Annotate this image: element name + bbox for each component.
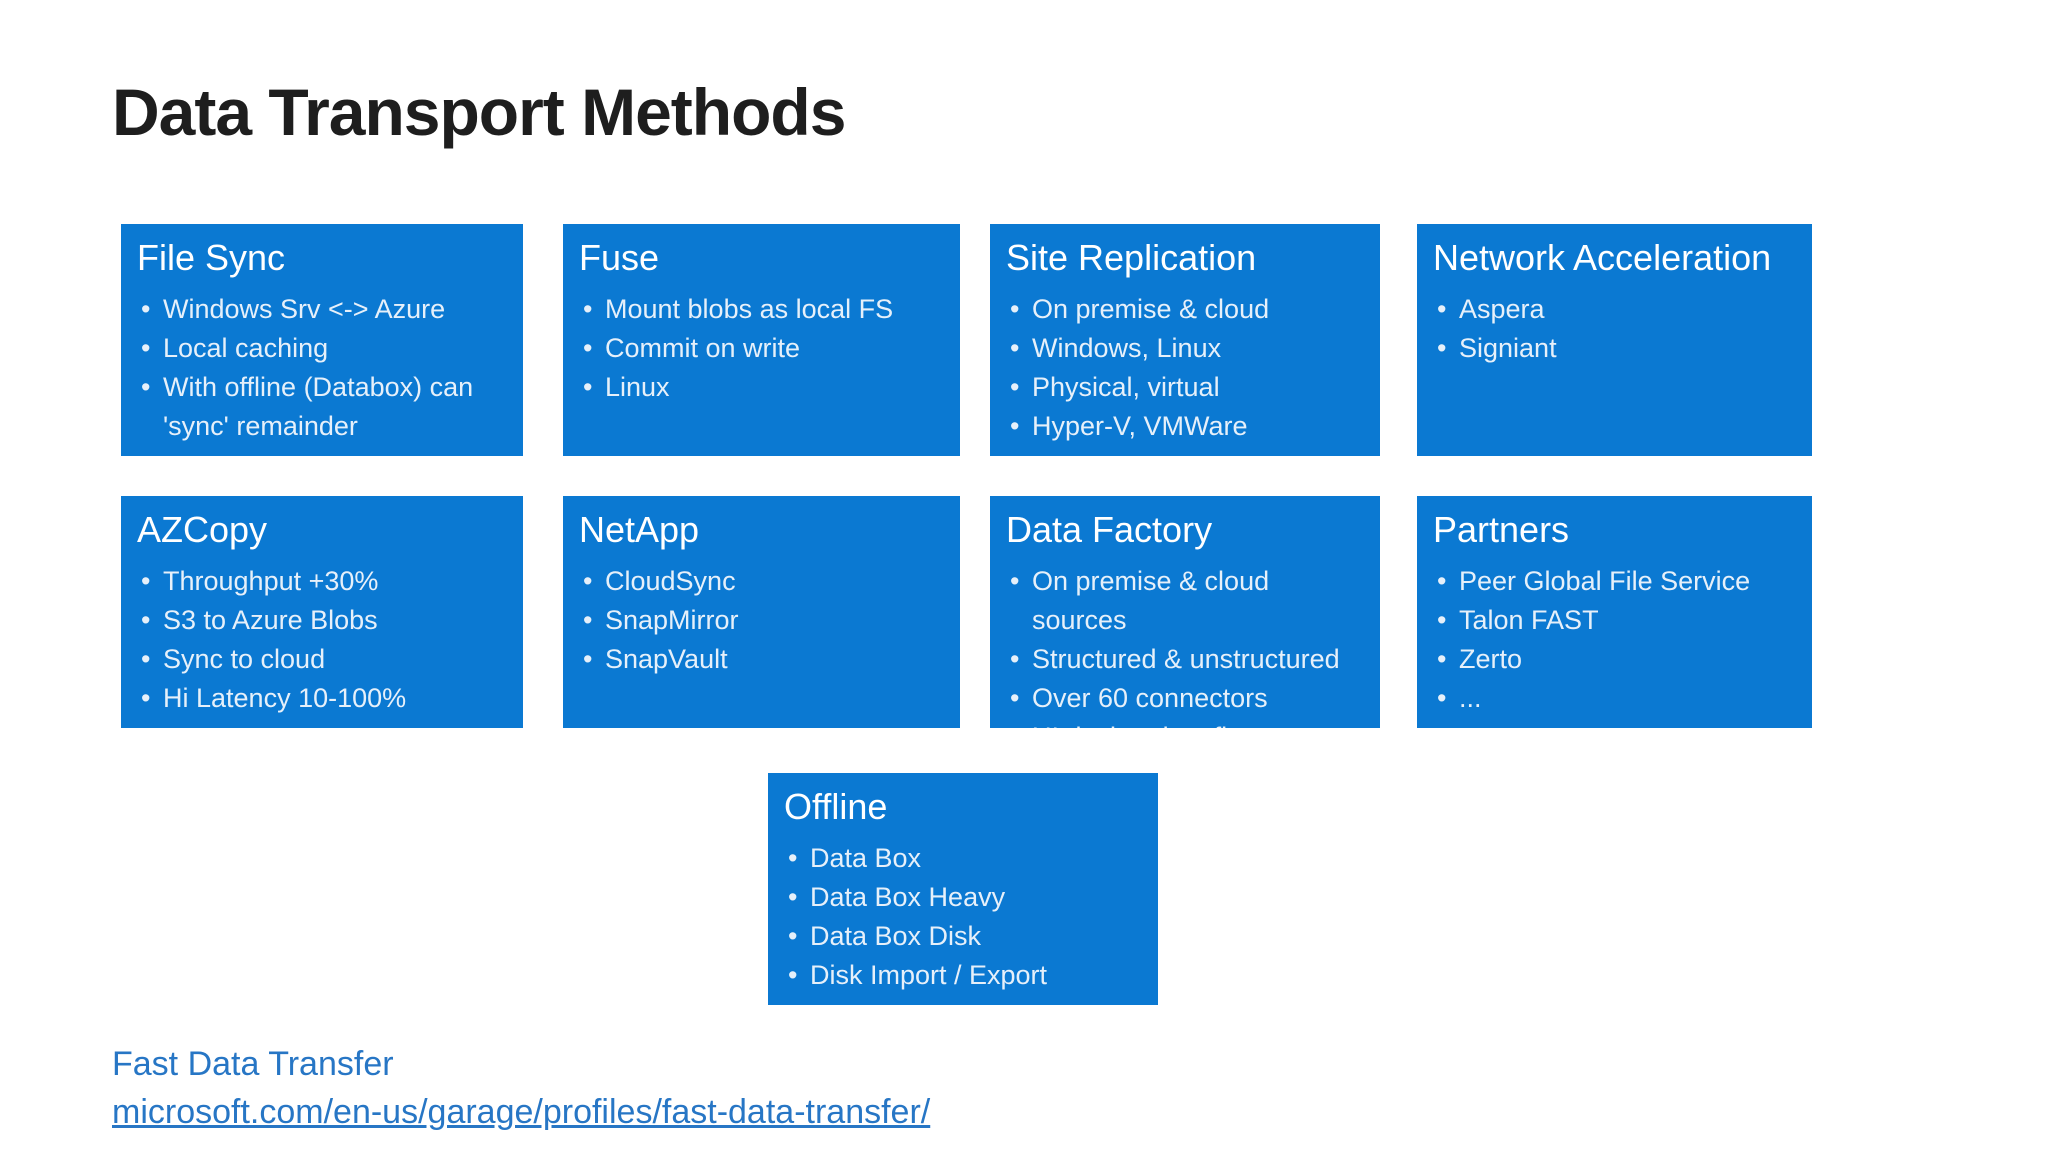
method-box-azcopy: AZCopy Throughput +30%S3 to Azure BlobsS… [121,496,523,728]
footer: Fast Data Transfer microsoft.com/en-us/g… [112,1040,930,1136]
bullet-item: Over 60 connectors [1006,679,1366,718]
bullet-item: SnapMirror [579,601,946,640]
bullet-item: SnapVault [579,640,946,679]
box-bullet-list: Windows Srv <-> AzureLocal cachingWith o… [137,290,509,446]
bullet-item: Local caching [137,329,509,368]
box-bullet-list: On premise & cloudWindows, LinuxPhysical… [1006,290,1366,446]
method-box-site-replication: Site Replication On premise & cloudWindo… [990,224,1380,456]
method-box-netapp: NetApp CloudSyncSnapMirrorSnapVault [563,496,960,728]
bullet-item: Disk Import / Export [784,956,1144,995]
method-box-partners: Partners Peer Global File ServiceTalon F… [1417,496,1812,728]
bullet-item: Aspera [1433,290,1798,329]
box-title: NetApp [579,509,700,550]
page-title: Data Transport Methods [112,75,846,149]
box-bullet-list: Throughput +30%S3 to Azure BlobsSync to … [137,562,509,718]
box-title: File Sync [137,237,286,278]
bullet-item: Talon FAST [1433,601,1798,640]
bullet-item: Physical, virtual [1006,368,1366,407]
fast-data-transfer-link[interactable]: microsoft.com/en-us/garage/profiles/fast… [112,1093,931,1131]
bullet-item: CloudSync [579,562,946,601]
method-box-data-factory: Data Factory On premise & cloud sourcesS… [990,496,1380,728]
bullet-item: Data Box Heavy [784,878,1144,917]
method-box-offline: Offline Data BoxData Box HeavyData Box D… [768,773,1158,1005]
footer-label: Fast Data Transfer [112,1045,394,1083]
bullet-item: ... [1433,679,1798,718]
bullet-item: Hyper-V, VMWare [1006,407,1366,446]
box-bullet-list: On premise & cloud sourcesStructured & u… [1006,562,1366,728]
bullet-item: Windows Srv <-> Azure [137,290,509,329]
box-bullet-list: Peer Global File ServiceTalon FASTZerto.… [1433,562,1798,718]
bullet-item: Data Box [784,839,1144,878]
box-bullet-list: AsperaSigniant [1433,290,1798,368]
box-bullet-list: Data BoxData Box HeavyData Box DiskDisk … [784,839,1144,995]
bullet-item: On premise & cloud sources [1006,562,1366,640]
method-box-file-sync: File Sync Windows Srv <-> AzureLocal cac… [121,224,523,456]
bullet-item: Structured & unstructured [1006,640,1366,679]
bullet-item: Windows, Linux [1006,329,1366,368]
box-title: Partners [1433,509,1570,550]
box-bullet-list: Mount blobs as local FSCommit on writeLi… [579,290,946,407]
bullet-item: UI design data flow [1006,718,1366,728]
method-box-network-acceleration: Network Acceleration AsperaSigniant [1417,224,1812,456]
box-title: AZCopy [137,509,268,550]
box-title: Site Replication [1006,237,1257,278]
bullet-item: On premise & cloud [1006,290,1366,329]
bullet-item: Linux [579,368,946,407]
bullet-item: S3 to Azure Blobs [137,601,509,640]
bullet-item: Peer Global File Service [1433,562,1798,601]
bullet-item: Sync to cloud [137,640,509,679]
box-title: Fuse [579,237,660,278]
bullet-item: Zerto [1433,640,1798,679]
method-box-fuse: Fuse Mount blobs as local FSCommit on wr… [563,224,960,456]
bullet-item: Hi Latency 10-100% [137,679,509,718]
bullet-item: With offline (Databox) can 'sync' remain… [137,368,509,446]
bullet-item: Commit on write [579,329,946,368]
box-title: Network Acceleration [1433,237,1772,278]
box-bullet-list: CloudSyncSnapMirrorSnapVault [579,562,946,679]
bullet-item: Data Box Disk [784,917,1144,956]
bullet-item: Signiant [1433,329,1798,368]
box-title: Data Factory [1006,509,1213,550]
box-title: Offline [784,786,888,827]
bullet-item: Throughput +30% [137,562,509,601]
bullet-item: Mount blobs as local FS [579,290,946,329]
